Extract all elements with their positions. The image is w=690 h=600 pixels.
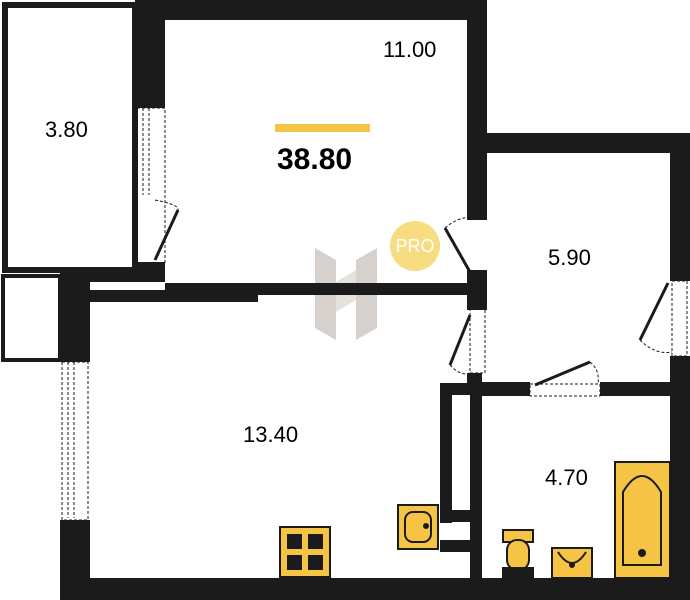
room-area-hallway: 5.90: [548, 245, 591, 270]
pro-badge: PRO: [390, 221, 440, 271]
total-area-accent-bar: [275, 124, 370, 132]
bathtub-icon: [614, 461, 671, 579]
room-area-bedroom: 11.00: [383, 37, 437, 62]
fixtures: [279, 461, 671, 579]
storage-outline: [1, 2, 138, 362]
room-area-storage: 3.80: [45, 117, 88, 142]
total-area: 38.80: [277, 143, 353, 176]
doors: [153, 199, 673, 387]
windows: [61, 107, 688, 521]
toilet-icon: [502, 529, 534, 579]
wash-basin-icon: [551, 547, 593, 579]
room-area-bathroom: 4.70: [545, 465, 588, 490]
walls: [60, 0, 690, 600]
room-area-living-kitchen: 13.40: [243, 422, 299, 447]
